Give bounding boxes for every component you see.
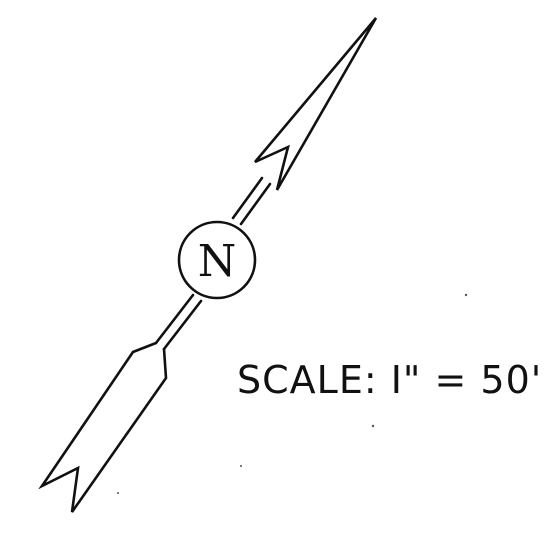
scale-label: SCALE: I" = 50'	[237, 358, 542, 402]
north-circle: N	[177, 220, 257, 300]
north-letter: N	[198, 236, 237, 287]
arrow-shaft-upper	[231, 176, 272, 226]
scan-specks	[117, 293, 468, 494]
arrow-head	[254, 17, 378, 191]
arrow-shaft-lower	[154, 293, 203, 351]
arrow-tail	[38, 341, 168, 513]
